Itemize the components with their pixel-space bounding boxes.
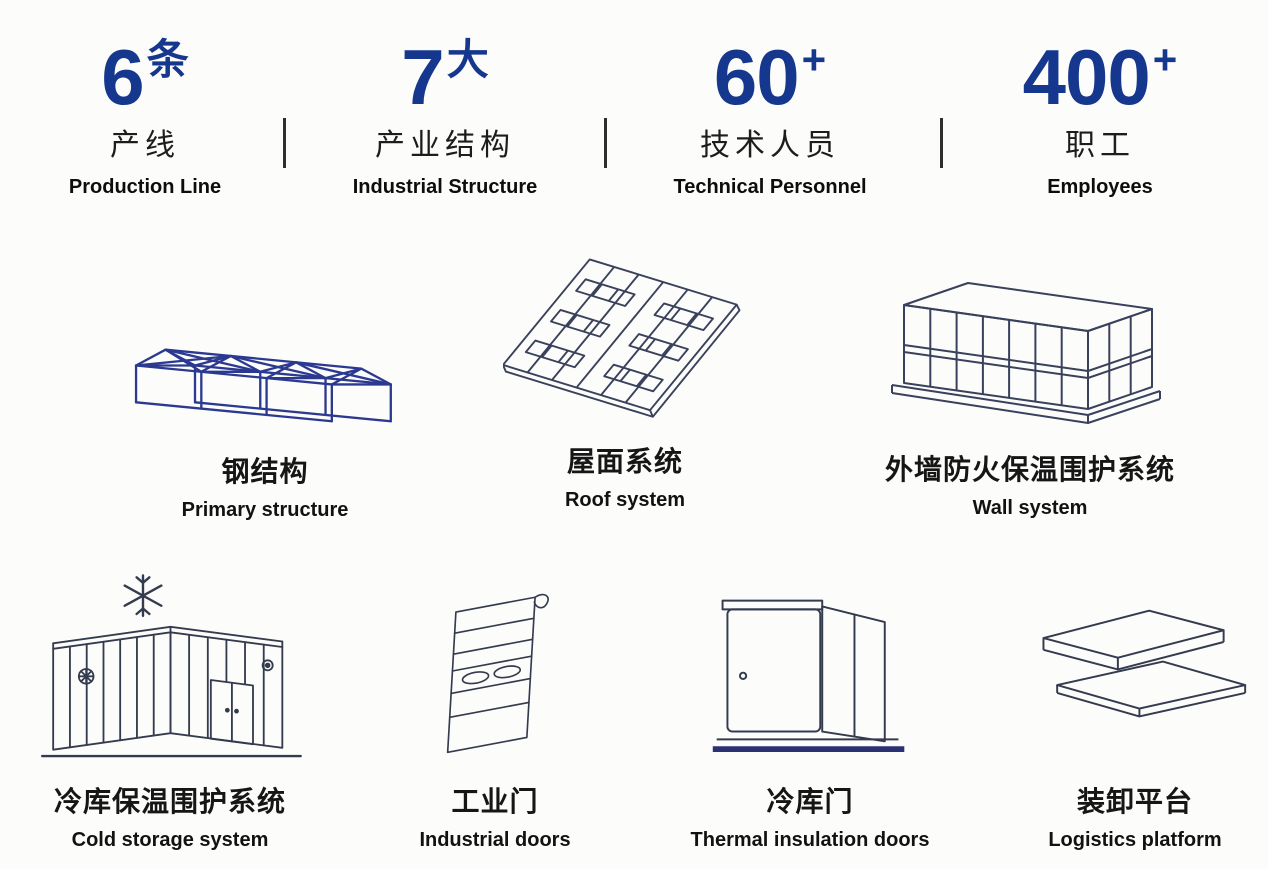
product-industrial-door: 工业门 Industrial doors (355, 548, 635, 852)
product-label-en: Industrial doors (419, 829, 571, 851)
icon-box (100, 252, 430, 434)
stat-label-en: Employees (1047, 176, 1153, 199)
icon-box (475, 242, 775, 424)
stat-label-en: Industrial Structure (352, 176, 538, 199)
wall-system-icon (891, 282, 1161, 424)
product-label-zh: 屋面系统 (566, 446, 683, 477)
stat-number: 7大 (401, 33, 489, 121)
product-label-en: Wall system (972, 497, 1088, 519)
product-dock-leveler: 装卸平台 Logistics platform (985, 548, 1268, 852)
icon-box (985, 548, 1268, 764)
product-label-zh: 冷库保温围护系统 (53, 786, 286, 817)
stat-technical-personnel: 60+ 技术人员 Technical Personnel (665, 33, 875, 199)
icon-box (850, 250, 1210, 432)
steel-structure-icon (134, 348, 392, 423)
icon-box (355, 548, 635, 764)
stat-industrial-structure: 7大 产业结构 Industrial Structure (350, 33, 540, 199)
roof-system-icon (502, 258, 740, 418)
product-wall-system: 外墙防火保温围护系统 Wall system (850, 250, 1210, 520)
stat-divider (283, 118, 286, 168)
cold-storage-icon (40, 573, 302, 757)
product-cold-storage: 冷库保温围护系统 Cold storage system (15, 548, 325, 852)
product-label-en: Roof system (564, 489, 686, 511)
stat-number: 6条 (101, 33, 189, 121)
stat-label-zh: 产业结构 (375, 129, 515, 163)
snowflake-icon (122, 573, 163, 617)
stat-employees: 400+ 职工 Employees (995, 33, 1205, 199)
stat-divider (604, 118, 607, 168)
stat-label-en: Technical Personnel (673, 176, 867, 199)
stat-label-zh: 技术人员 (700, 129, 840, 163)
product-steel-structure: 钢结构 Primary structure (100, 252, 430, 522)
stat-number: 60+ (713, 33, 827, 121)
icon-box (655, 548, 965, 764)
stat-number: 400+ (1022, 33, 1178, 121)
product-label-zh: 钢结构 (221, 456, 309, 487)
icon-box (15, 548, 325, 764)
stat-divider (940, 118, 943, 168)
product-label-en: Primary structure (181, 499, 349, 521)
stat-unit: 大 (446, 36, 489, 83)
stat-production-line: 6条 产线 Production Line (55, 33, 235, 199)
product-label-zh: 工业门 (451, 786, 539, 817)
stat-unit: + (1152, 36, 1178, 83)
insulation-door-icon (712, 599, 904, 753)
stat-label-en: Production Line (68, 176, 222, 199)
product-label-en: Thermal insulation doors (690, 829, 930, 851)
stat-unit: + (801, 36, 827, 83)
industrial-door-icon (446, 593, 549, 754)
product-label-zh: 装卸平台 (1076, 786, 1193, 817)
stat-unit: 条 (146, 36, 189, 83)
product-roof-system: 屋面系统 Roof system (475, 242, 775, 512)
product-label-en: Logistics platform (1048, 829, 1222, 851)
dock-leveler-icon (1041, 609, 1246, 718)
product-label-en: Cold storage system (71, 829, 269, 851)
product-insulation-door: 冷库门 Thermal insulation doors (655, 548, 965, 852)
product-label-zh: 冷库门 (766, 786, 854, 817)
product-label-zh: 外墙防火保温围护系统 (884, 454, 1175, 485)
stat-label-zh: 产线 (110, 129, 180, 163)
stat-label-zh: 职工 (1065, 129, 1135, 163)
